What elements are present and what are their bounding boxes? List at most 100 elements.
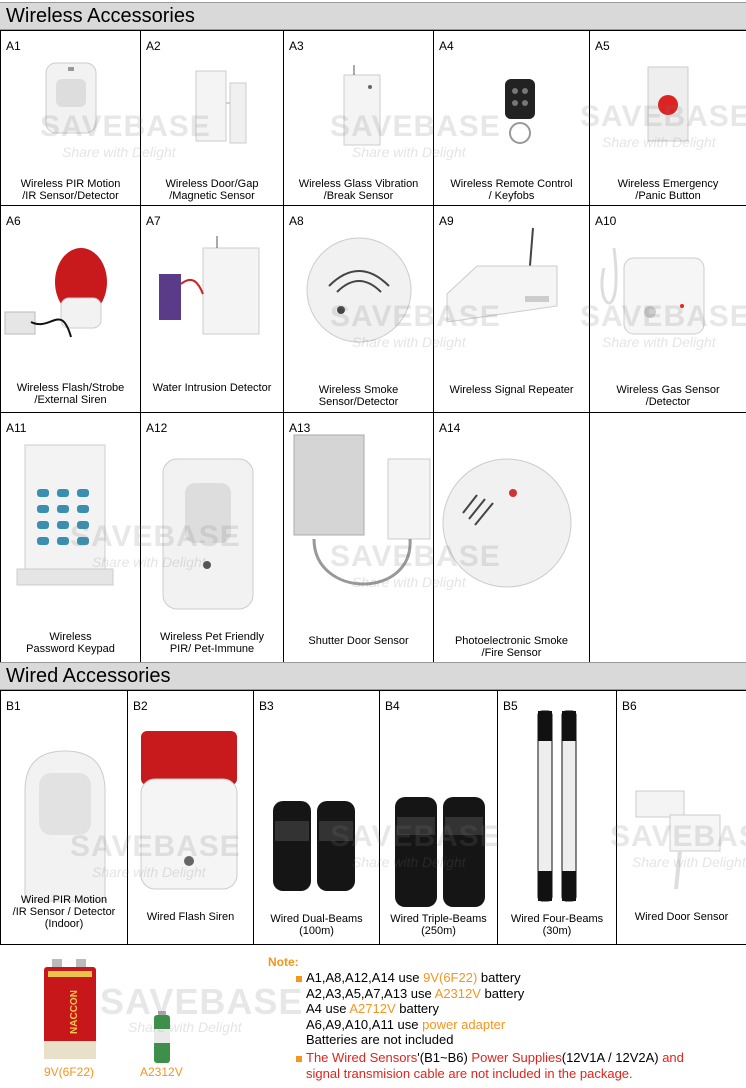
product-image [293,434,431,586]
product-caption: Wireless Password Keypad [26,631,115,655]
product-caption: Wired Four-Beams (30m) [510,913,604,937]
product-caption: Wired Dual-Beams (100m) [270,913,363,937]
product-image [647,66,688,142]
product-code: A5 [595,39,610,53]
wireless-section-title: Wireless Accessories [0,2,746,30]
note-line-2: A2,A3,A5,A7,A13 use A2312V battery [306,986,525,1001]
product-image [4,248,107,338]
note-line-6: The Wired Sensors'(B1~B6) Power Supplies… [296,1050,684,1065]
product-caption: Wireless Smoke Sensor/Detector [318,384,399,408]
product-caption: Wireless Signal Repeater [449,384,574,396]
product-caption: Wireless Gas Sensor /Detector [616,384,720,408]
product-image [343,65,381,146]
product-code: A7 [146,214,161,228]
product-code: B6 [622,699,637,713]
product-image [16,444,114,586]
product-code: A10 [595,214,617,228]
product-code: A13 [289,421,311,435]
product-image [162,458,254,610]
product-code: A14 [439,421,461,435]
watermark-brand: SAVEBASE [100,981,304,1022]
product-caption: Wired Triple-Beams (250m) [390,913,487,937]
product-image [446,227,558,323]
product-image [306,237,412,343]
product-caption: Wireless Glass Vibration /Break Sensor [298,178,419,202]
product-caption: Water Intrusion Detector [152,382,272,394]
product-caption: Photoelectronic Smoke /Fire Sensor [454,635,569,659]
product-caption: Wireless Pet Friendly PIR/ Pet-Immune [160,631,264,655]
product-code: A11 [6,421,27,435]
product-code: B2 [133,699,148,713]
wired-section-title: Wired Accessories [0,662,746,690]
product-caption: Wireless PIR Motion /IR Sensor/Detector [20,178,121,202]
product-code: A3 [289,39,304,53]
product-code: A2 [146,39,161,53]
empty-cell [589,412,746,663]
note-line-5: Batteries are not included [306,1032,454,1047]
note-line-7: signal transmision cable are not include… [306,1066,633,1081]
note-bullet-icon [296,1055,302,1062]
note-line-1: A1,A8,A12,A14 use 9V(6F22) battery [296,970,521,985]
product-caption: Wireless Remote Control / Keyfobs [450,178,573,202]
product-image [505,79,535,144]
9v-battery-label: 9V(6F22) [44,1065,95,1079]
product-image [45,62,97,134]
product-image [442,458,572,588]
product-image [195,70,246,144]
product-image [537,710,576,902]
note-bullet-icon [296,975,302,982]
battery-note-panel: NACCON 9V(6F22) A2312V SAVEBASE Share wi… [0,944,746,1088]
product-image [395,797,485,907]
product-image [24,750,105,902]
note-title: Note: [268,955,299,969]
product-code: A9 [439,214,454,228]
product-code: A8 [289,214,304,228]
note-line-4: A6,A9,A10,A11 use power adapter [306,1017,506,1032]
product-code: A6 [6,214,21,228]
product-image [273,801,355,891]
product-code: A1 [6,39,21,53]
product-caption: Wired Flash Siren [146,911,235,923]
product-code: B1 [6,699,21,713]
product-caption: Shutter Door Sensor [308,635,409,647]
product-image [599,247,704,335]
product-caption: Wireless Flash/Strobe /External Siren [16,382,125,406]
watermark-tagline: Share with Delight [128,1019,242,1035]
product-code: A12 [146,421,168,435]
note-line-3: A4 use A2712V battery [306,1001,439,1016]
product-caption: Wired PIR Motion /IR Sensor / Detector (… [12,894,116,930]
product-image [140,731,238,890]
product-code: B3 [259,699,274,713]
a23-battery-image [154,1011,170,1063]
product-code: B5 [503,699,518,713]
9v-battery-image: NACCON [44,959,96,1059]
product-code: A4 [439,39,454,53]
product-caption: Wireless Emergency /Panic Button [617,178,719,202]
battery-brand-text: NACCON [69,990,80,1034]
product-caption: Wireless Door/Gap /Magnetic Sensor [165,178,259,202]
a23-battery-label: A2312V [140,1065,183,1079]
product-image [635,790,721,890]
product-code: B4 [385,699,400,713]
product-caption: Wired Door Sensor [634,911,729,923]
